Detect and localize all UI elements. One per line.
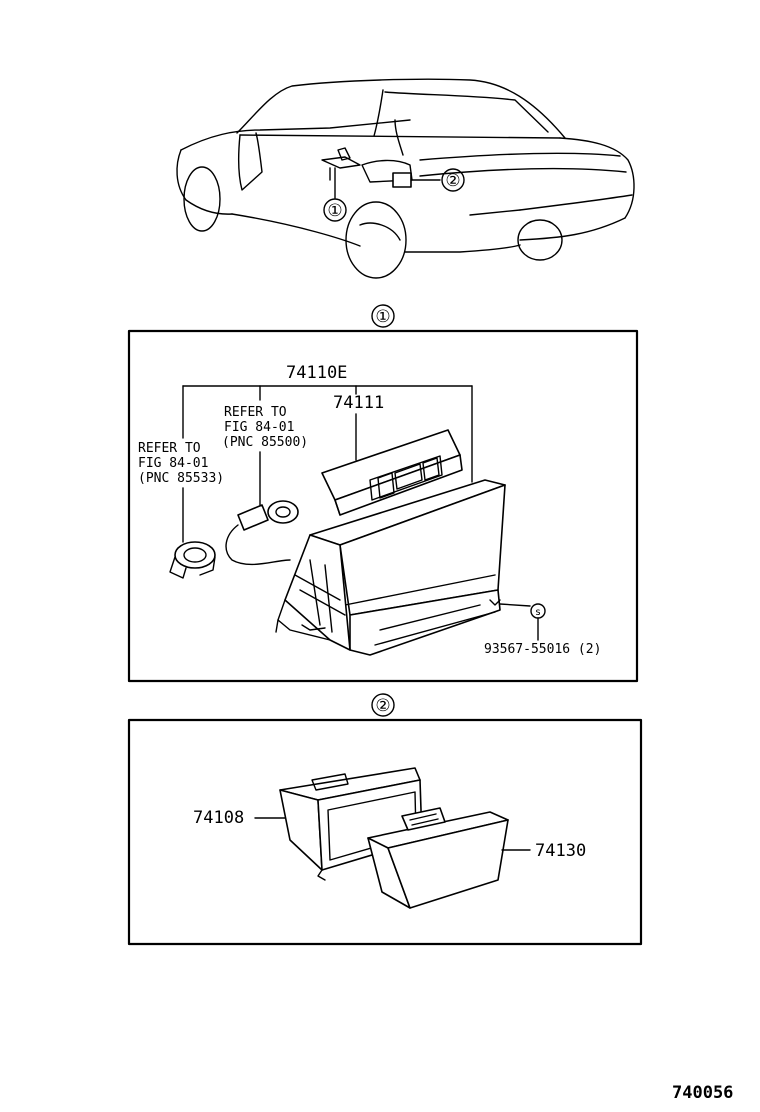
svg-text:②: ②: [375, 696, 390, 716]
svg-text:①: ①: [375, 307, 390, 327]
section-1-frame: [127, 329, 639, 683]
svg-text:(PNC 85533): (PNC 85533): [138, 471, 224, 486]
svg-text:FIG 84-01: FIG 84-01: [224, 420, 294, 435]
label-74110e: 74110E: [286, 363, 347, 383]
label-93567-55016: 93567-55016 (2): [484, 642, 601, 657]
overview-callout-1: ①: [323, 198, 347, 222]
label-74111: 74111: [333, 393, 384, 413]
screw-callout: s: [499, 603, 546, 641]
section-2-frame: [127, 718, 643, 946]
car-overview-illustration: [176, 78, 635, 279]
section-2-header: ②: [371, 693, 395, 717]
refer-note-85500: REFER TO FIG 84-01 (PNC 85500): [222, 405, 308, 450]
socket-part-illustration: [169, 541, 216, 579]
svg-text:REFER TO: REFER TO: [224, 405, 287, 420]
svg-text:s: s: [535, 607, 541, 618]
refer-note-85533: REFER TO FIG 84-01 (PNC 85533): [138, 441, 224, 486]
svg-text:FIG 84-01: FIG 84-01: [138, 456, 208, 471]
lighter-part-illustration: [225, 500, 299, 566]
leader-lines-74110e: [182, 385, 473, 543]
svg-text:①: ①: [327, 201, 342, 221]
console-box-74110e-illustration: [275, 479, 506, 656]
svg-text:(PNC 85500): (PNC 85500): [222, 435, 308, 450]
svg-text:REFER TO: REFER TO: [138, 441, 201, 456]
svg-text:②: ②: [445, 171, 460, 191]
figure-number: 740056: [672, 1083, 733, 1103]
lid-74111-illustration: [321, 429, 463, 516]
section-1-header: ①: [371, 304, 395, 328]
label-74108: 74108: [193, 808, 244, 828]
overview-callout-2: ②: [441, 168, 465, 192]
label-74130: 74130: [535, 841, 586, 861]
tray-74130-illustration: [367, 807, 509, 909]
